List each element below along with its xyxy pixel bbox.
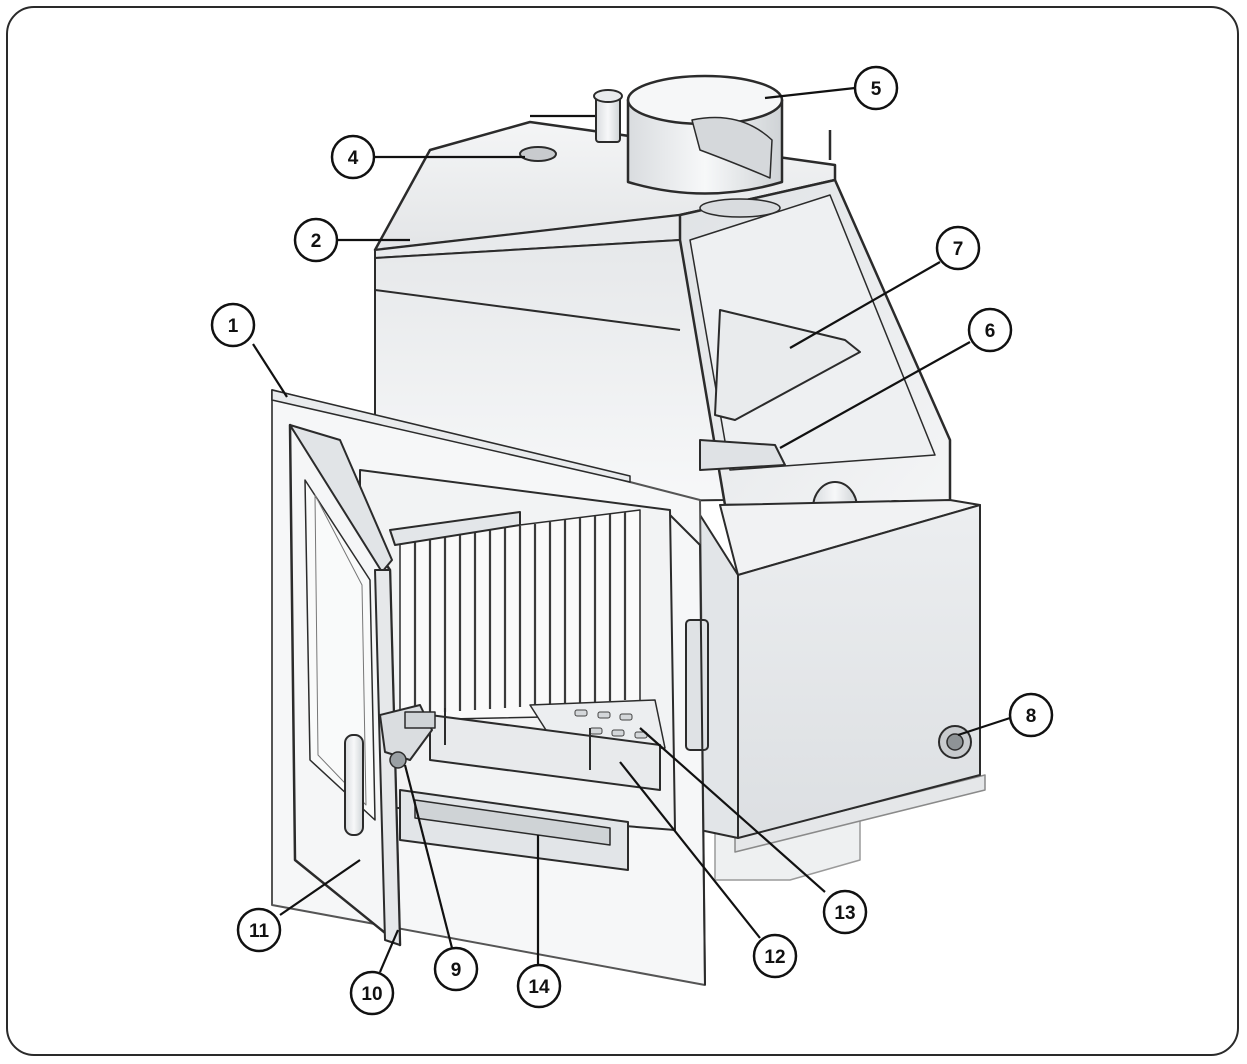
hood-crease-line bbox=[374, 289, 681, 331]
callout-2: 2 bbox=[293, 217, 339, 263]
callout-8: 8 bbox=[1008, 692, 1054, 738]
baffle-plate-upper bbox=[714, 309, 861, 421]
fireplace-drawing bbox=[271, 74, 986, 986]
flue-collar-inner bbox=[691, 116, 773, 179]
leader-5 bbox=[764, 86, 856, 100]
callout-10: 10 bbox=[349, 970, 395, 1016]
door-top-cap bbox=[289, 424, 393, 573]
callout-14: 14 bbox=[516, 963, 562, 1009]
door-hinge-block bbox=[404, 711, 436, 729]
leader-10 bbox=[378, 929, 400, 973]
callout-9-label: 9 bbox=[451, 960, 462, 981]
callout-5: 5 bbox=[853, 65, 899, 111]
door-edge bbox=[374, 569, 401, 946]
callout-14-label: 14 bbox=[528, 977, 550, 998]
ash-pan-handle bbox=[414, 799, 611, 846]
callout-13-label: 13 bbox=[834, 903, 855, 924]
right-frame-edge bbox=[669, 514, 706, 986]
leader-1 bbox=[252, 343, 288, 398]
top-sensor-port bbox=[519, 146, 557, 162]
callout-8-label: 8 bbox=[1026, 706, 1037, 727]
door-latch-knob bbox=[389, 751, 407, 769]
right-latch-bar bbox=[685, 619, 709, 751]
leader-8 bbox=[957, 716, 1011, 737]
leader-13 bbox=[639, 727, 826, 893]
callout-13: 13 bbox=[822, 889, 868, 935]
callout-11-label: 11 bbox=[249, 921, 270, 942]
callout-1: 1 bbox=[210, 302, 256, 348]
callout-7-label: 7 bbox=[953, 239, 964, 260]
door-handle bbox=[344, 734, 364, 836]
callout-2-label: 2 bbox=[311, 231, 322, 252]
fire-bar bbox=[429, 714, 661, 791]
callout-12: 12 bbox=[752, 933, 798, 979]
door-glass-inner bbox=[314, 494, 367, 806]
leader-7 bbox=[789, 261, 941, 349]
leader-12 bbox=[619, 761, 761, 939]
callout-7: 7 bbox=[935, 225, 981, 271]
callout-9: 9 bbox=[433, 946, 479, 992]
water-connector-inner bbox=[946, 733, 964, 751]
callout-4: 4 bbox=[330, 134, 376, 180]
callout-12-label: 12 bbox=[764, 947, 785, 968]
firebox-ribs bbox=[413, 512, 627, 715]
leader-6 bbox=[779, 341, 971, 449]
fire-bar-edge bbox=[444, 708, 591, 770]
flue-opening-shadow bbox=[699, 198, 781, 218]
front-frame-top-strip bbox=[271, 389, 631, 483]
firebox-top-rail bbox=[389, 511, 521, 546]
callout-10-label: 10 bbox=[361, 984, 382, 1005]
leader-9 bbox=[403, 764, 454, 949]
callout-6: 6 bbox=[967, 307, 1013, 353]
baffle-plate-lower bbox=[699, 439, 786, 471]
callout-1-label: 1 bbox=[228, 316, 239, 337]
flue-collar-rim bbox=[626, 74, 784, 126]
callout-4-label: 4 bbox=[348, 148, 359, 169]
callout-6-label: 6 bbox=[985, 321, 996, 342]
callout-leaders bbox=[252, 86, 1011, 973]
callout-5-label: 5 bbox=[871, 79, 882, 100]
top-fitting-cap bbox=[593, 89, 623, 103]
callouts: 1 2 4 5 6 7 8 9 10 11 12 13 14 bbox=[210, 65, 1054, 1016]
leader-11 bbox=[279, 859, 361, 916]
callout-11: 11 bbox=[236, 907, 282, 953]
